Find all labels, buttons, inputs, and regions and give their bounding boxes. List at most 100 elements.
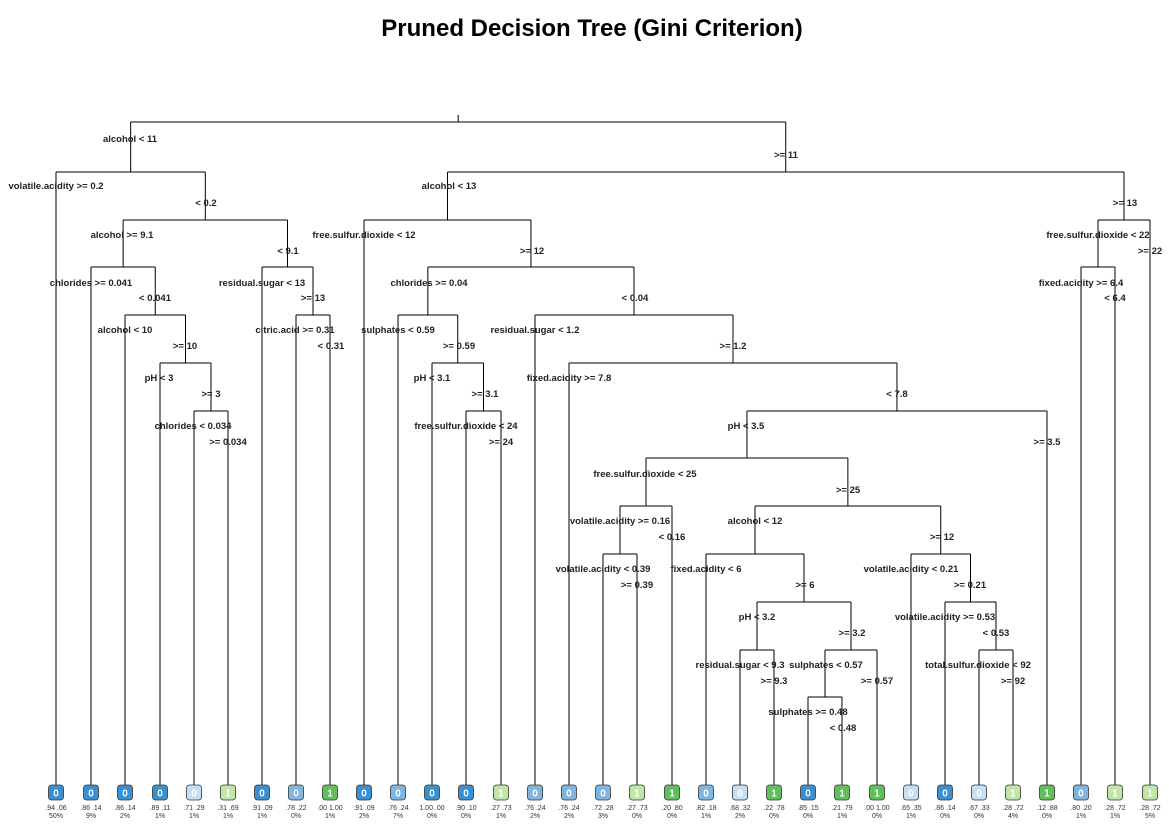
leaf-probabilities: .28 .72 [1104, 805, 1126, 812]
split-label-right-RLRRR: < 7.8 [886, 389, 907, 400]
leaf-percent: 1% [1110, 813, 1120, 820]
leaf-node: 0.78 .220% [285, 784, 307, 820]
leaf-probabilities: .21 .79 [831, 805, 853, 812]
leaf-class-label: 1 [225, 789, 231, 800]
split-label-right-PL: < 0.16 [659, 532, 686, 543]
leaf-node: 1.28 .721% [1104, 784, 1126, 820]
leaf-node: 0.71 .291% [183, 784, 205, 820]
leaf-box [424, 784, 440, 801]
split-label-left-LRLRRR: chlorides < 0.034 [155, 421, 233, 432]
leaf-probabilities: .27 .73 [490, 805, 512, 812]
leaf-probabilities: .76 .24 [387, 805, 409, 812]
leaf-class-label: 0 [532, 789, 538, 800]
leaf-box [322, 784, 338, 801]
split-label-right-PRLRR: >= 0.57 [861, 676, 893, 687]
split-label-right-PRLRL: >= 9.3 [761, 676, 788, 687]
split-label-left-R: alcohol < 13 [422, 181, 477, 192]
leaf-percent: 0% [974, 813, 984, 820]
split-label-right-RR: >= 22 [1138, 246, 1162, 257]
leaf-box [186, 784, 202, 801]
leaf-box [1039, 784, 1055, 801]
leaf-percent: 1% [701, 813, 711, 820]
split-label-left-RR: free.sulfur.dioxide < 22 [1046, 230, 1149, 241]
leaf-box [117, 784, 133, 801]
leaf-percent: 0% [461, 813, 471, 820]
leaf-node: 1.31 .691% [217, 784, 239, 820]
leaf-percent: 1% [257, 813, 267, 820]
leaf-node: 0.91 .092% [353, 784, 375, 820]
leaf-box [390, 784, 406, 801]
leaf-node: 1.27 .731% [490, 784, 512, 820]
leaf-node: 1.00 1.000% [864, 784, 890, 820]
split-label-left-LRR: residual.sugar < 13 [219, 278, 305, 289]
leaf-probabilities: .89 .11 [150, 805, 171, 812]
split-label-right-PLL: >= 0.39 [621, 580, 653, 591]
leaf-box [903, 784, 919, 801]
leaf-percent: 0% [1042, 813, 1052, 820]
leaf-class-label: 0 [942, 789, 948, 800]
split-label-right-RLRLRR: >= 24 [489, 437, 514, 448]
split-label-left-LRL: chlorides >= 0.041 [50, 278, 133, 289]
leaf-class-label: 1 [1147, 789, 1153, 800]
split-label-right-RL: >= 12 [520, 246, 544, 257]
leaf-class-label: 1 [498, 789, 504, 800]
leaf-percent: 5% [1145, 813, 1155, 820]
leaf-box [254, 784, 270, 801]
split-label-right-RLRLR: >= 3.1 [472, 389, 500, 400]
split-label-right-PRLR: >= 3.2 [839, 628, 866, 639]
leaf-probabilities: .12 .88 [1036, 805, 1058, 812]
leaf-class-label: 0 [122, 789, 128, 800]
leaf-box [458, 784, 474, 801]
split-label-left-RL: free.sulfur.dioxide < 12 [312, 230, 415, 241]
leaf-percent: 0% [632, 813, 642, 820]
leaf-class-label: 0 [463, 789, 469, 800]
leaf-box [629, 784, 645, 801]
leaf-percent: 0% [872, 813, 882, 820]
leaf-percent: 7% [393, 813, 403, 820]
leaf-percent: 4% [1008, 813, 1018, 820]
split-label-left-LRLRR: pH < 3 [145, 373, 174, 384]
leaf-percent: 9% [86, 813, 96, 820]
split-label-right-LRLRRR: >= 0.034 [209, 437, 247, 448]
chart-title: Pruned Decision Tree (Gini Criterion) [381, 15, 802, 42]
leaf-percent: 0% [427, 813, 437, 820]
leaf-box [664, 784, 680, 801]
leaf-percent: 1% [1076, 813, 1086, 820]
split-label-right-PR: >= 12 [930, 532, 954, 543]
leaf-percent: 0% [769, 813, 779, 820]
split-label-left-PLL: volatile.acidity < 0.39 [556, 564, 651, 575]
leaf-class-label: 1 [1044, 789, 1050, 800]
leaf-probabilities: .22 .78 [763, 805, 785, 812]
leaf-class-label: 0 [53, 789, 59, 800]
leaf-probabilities: .86 .14 [114, 805, 136, 812]
leaf-node: 01.00 .000% [419, 784, 445, 820]
leaf-percent: 1% [155, 813, 165, 820]
split-label-right-L: < 0.2 [195, 198, 216, 209]
leaf-class-label: 1 [327, 789, 333, 800]
leaf-node: 0.86 .149% [80, 784, 102, 820]
split-label-left-RLRL: sulphates < 0.59 [361, 325, 435, 336]
leaf-probabilities: .20 .80 [661, 805, 683, 812]
leaf-box [220, 784, 236, 801]
split-label-left-L: volatile.acidity >= 0.2 [8, 181, 103, 192]
leaf-node: 0.82 .181% [695, 784, 717, 820]
leaf-node: 1.28 .724% [1002, 784, 1024, 820]
split-label-left-RLRRR: fixed.acidity >= 7.8 [527, 373, 612, 384]
leaf-class-label: 0 [395, 789, 401, 800]
leaf-node: 1.22 .780% [763, 784, 785, 820]
leaf-box [971, 784, 987, 801]
leaf-percent: 1% [837, 813, 847, 820]
leaf-node: 0.89 .111% [150, 784, 171, 820]
leaf-node: 0 .76 .247% [387, 784, 409, 820]
leaf-probabilities: .85 .15 [797, 805, 819, 812]
split-label-right-R: >= 13 [1113, 198, 1137, 209]
leaf-probabilities: .91 .09 [353, 805, 375, 812]
leaf-class-label: 1 [1010, 789, 1016, 800]
split-label-left-PRLR: pH < 3.2 [739, 612, 776, 623]
leaf-probabilities: .27 .73 [626, 805, 648, 812]
split-label-right-RLRL: >= 0.59 [443, 341, 475, 352]
split-label-right-PRRR: < 0.53 [983, 628, 1010, 639]
leaf-probabilities: .86 .14 [80, 805, 102, 812]
split-label-left-RLRR: residual.sugar < 1.2 [491, 325, 580, 336]
split-label-left-PRL: fixed.acidity < 6 [670, 564, 741, 575]
